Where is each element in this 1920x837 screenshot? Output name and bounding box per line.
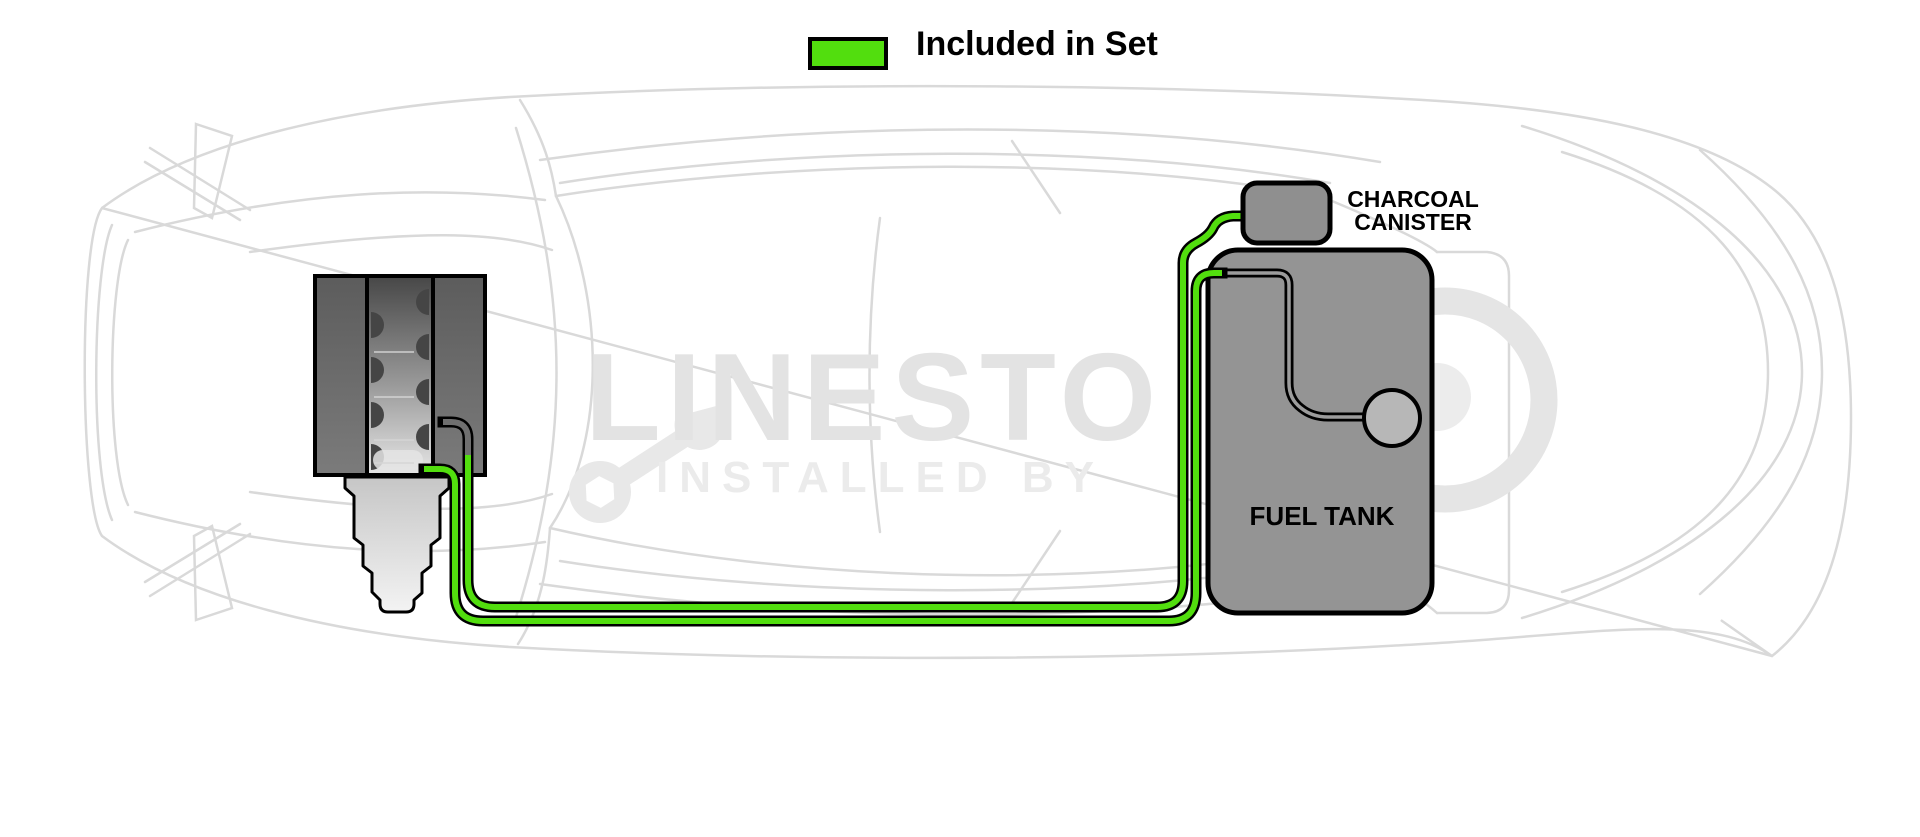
engine-block: [313, 274, 487, 477]
vapor-line: [465, 213, 1248, 610]
charcoal-canister: [1240, 180, 1333, 246]
transmission: [343, 475, 451, 614]
fuel-pump-port: [1362, 388, 1422, 448]
vapor-hose-section: [443, 419, 471, 455]
watermark-brand: LINESTO: [585, 329, 1163, 467]
fuel-tank: [1205, 247, 1435, 616]
wrench-icon: [569, 377, 729, 523]
charcoal-canister-label-line1: CHARCOAL: [1347, 186, 1479, 212]
fuel-feed-line-outline: [418, 267, 1228, 627]
legend-label: Included in Set: [916, 25, 1158, 63]
charcoal-canister-label-line2: CANISTER: [1354, 209, 1472, 235]
fuel-tank-label: FUEL TANK: [1249, 501, 1395, 531]
fuel-feed-line: [424, 270, 1222, 624]
charcoal-canister-label: CHARCOAL CANISTER: [1338, 188, 1488, 234]
vapor-line-outline: [437, 210, 1254, 613]
car-body-outline: [83, 84, 1853, 660]
legend-swatch: [808, 37, 888, 70]
fuel-sender-line: [1211, 268, 1366, 422]
watermark-tagline: INSTALLED BY: [656, 453, 1105, 502]
serpentine-notches: [371, 289, 429, 470]
